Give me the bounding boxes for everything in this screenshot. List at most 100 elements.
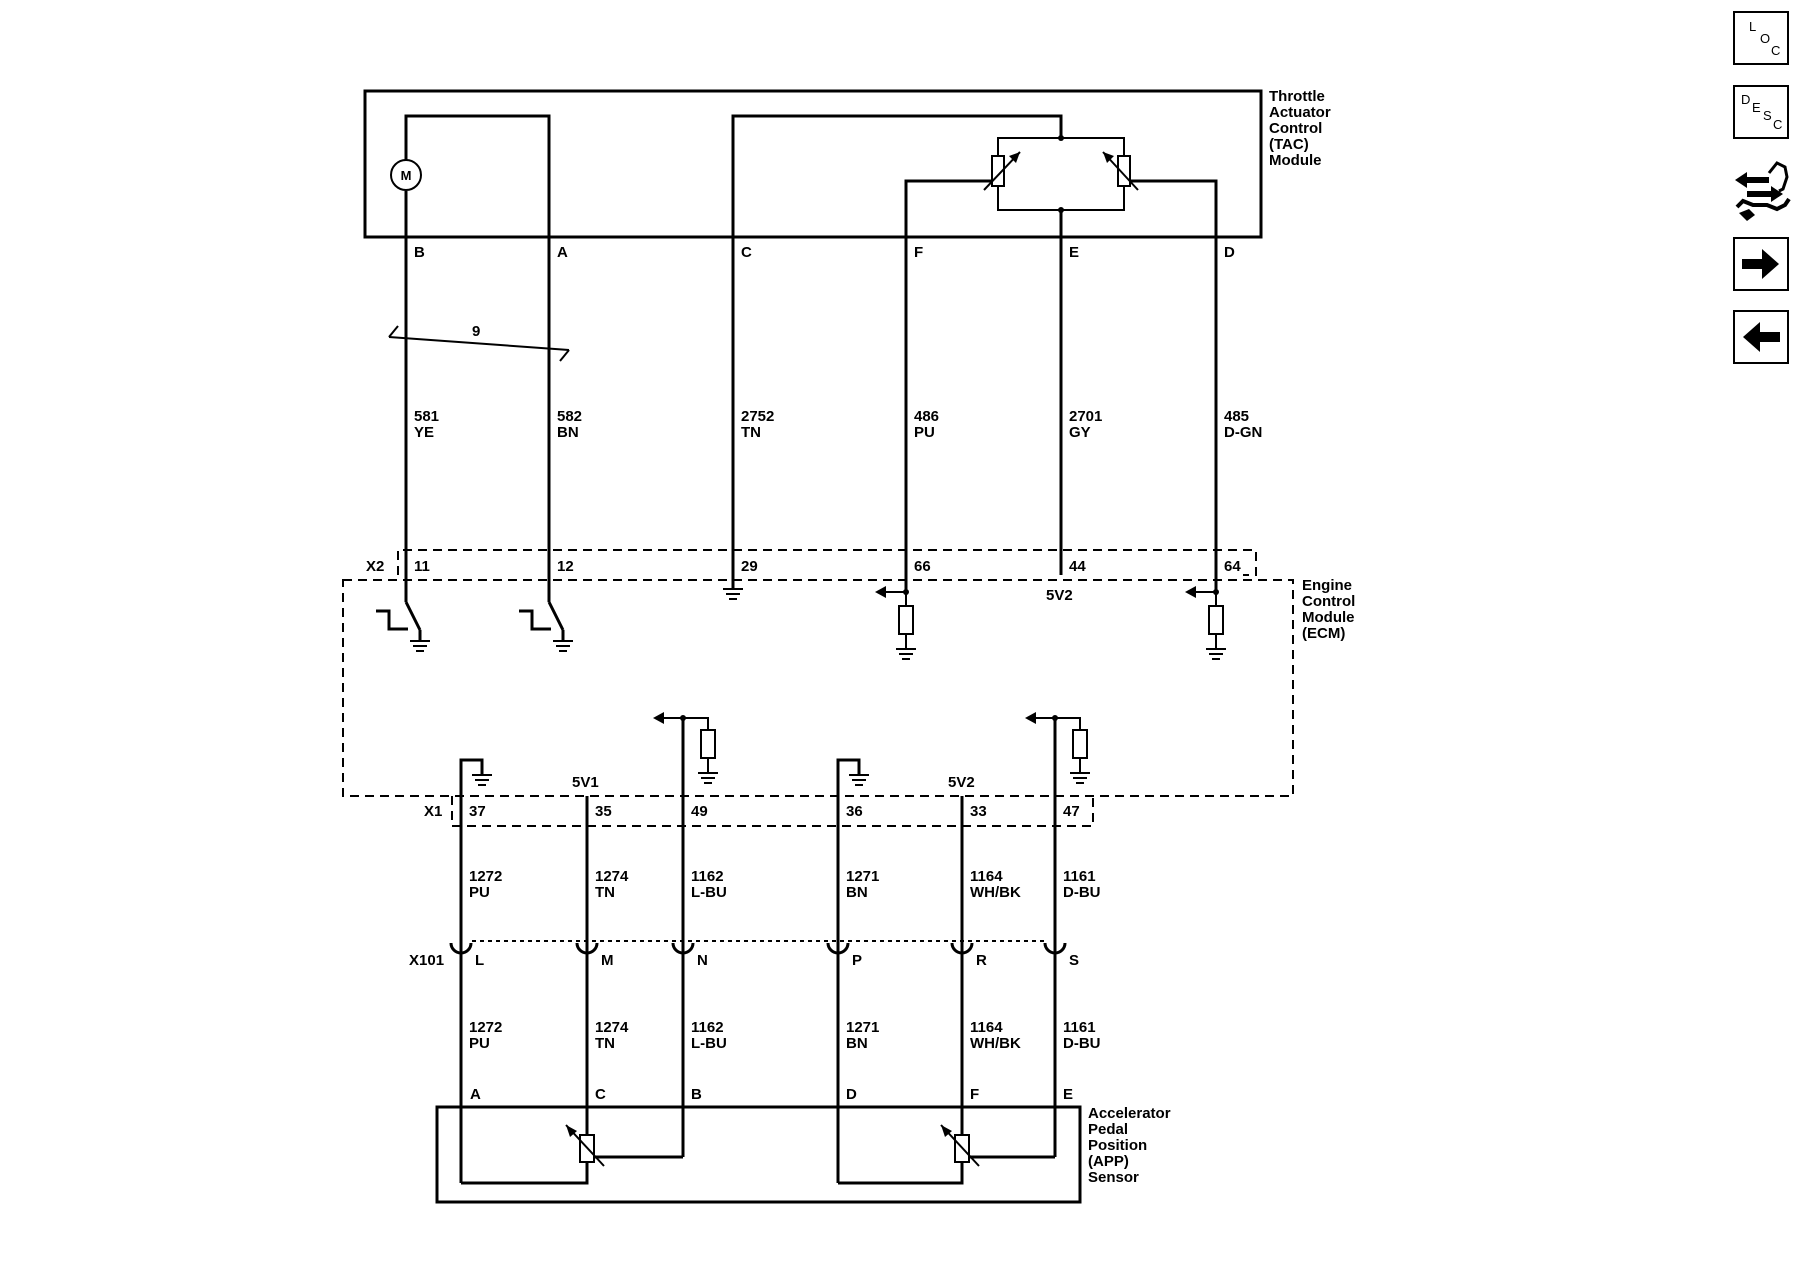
ecm-name-2: Control xyxy=(1302,593,1355,610)
loc-letter-o: O xyxy=(1760,31,1771,46)
wire-1271-color-lower: BN xyxy=(846,1035,868,1052)
wire-1164-circuit-upper: 1164 xyxy=(970,868,1003,885)
motor-driver-switch-2-icon xyxy=(519,601,573,652)
next-page-button[interactable] xyxy=(1733,237,1789,291)
app-sensor-name-4: (APP) xyxy=(1088,1153,1129,1170)
connector-view-button[interactable] xyxy=(1733,155,1791,225)
desc-letter-c: C xyxy=(1773,117,1783,132)
x1-pin-35: 35 xyxy=(595,803,612,820)
desc-letter-e: E xyxy=(1752,100,1761,115)
signal-input-64-icon xyxy=(1185,586,1226,660)
x2-pin-66: 66 xyxy=(914,558,931,575)
app-pin-b: B xyxy=(691,1086,702,1103)
wire-1271-circuit-upper: 1271 xyxy=(846,868,879,885)
ecm-name-1: Engine xyxy=(1302,577,1352,594)
signal-input-66-icon xyxy=(875,586,916,660)
ground-36-icon xyxy=(836,758,869,796)
x1-pin-37: 37 xyxy=(469,803,486,820)
loc-letter-l: L xyxy=(1749,19,1757,34)
desc-letter-s: S xyxy=(1763,108,1772,123)
x1-ref-5v2: 5V2 xyxy=(948,774,975,791)
wire-1162-color-upper: L-BU xyxy=(691,884,727,901)
x2-ref-5v2: 5V2 xyxy=(1046,587,1073,604)
location-button[interactable]: L O C xyxy=(1733,11,1789,65)
lower-harness: 1272 PU 1274 TN 1162 L-BU 1271 BN 1164 W… xyxy=(409,796,1101,1183)
wire-2752-circuit: 2752 xyxy=(741,408,774,425)
app-pin-c: C xyxy=(595,1086,606,1103)
desc-letter-d: D xyxy=(1741,92,1751,107)
wire-1161-circuit-lower: 1161 xyxy=(1063,1019,1096,1036)
wire-1161-color-lower: D-BU xyxy=(1063,1035,1101,1052)
next-arrow-icon xyxy=(1742,249,1779,279)
motor-label: M xyxy=(401,168,412,183)
wire-582-circuit: 582 xyxy=(557,408,582,425)
connector-icon xyxy=(1735,161,1791,221)
wire-1274-color-upper: TN xyxy=(595,884,615,901)
tac-module-name-1: Throttle xyxy=(1269,88,1325,105)
tac-pin-f: F xyxy=(914,244,923,261)
x2-pin-44: 44 xyxy=(1069,558,1086,575)
wire-1161-circuit-upper: 1161 xyxy=(1063,868,1096,885)
x2-pin-64: 64 xyxy=(1224,558,1241,575)
wire-1164-color-upper: WH/BK xyxy=(970,884,1021,901)
x101-pin-r: R xyxy=(976,952,987,969)
x2-pin-29: 29 xyxy=(741,558,758,575)
x101-pin-n: N xyxy=(697,952,708,969)
app-sensor-name-1: Accelerator xyxy=(1088,1105,1171,1122)
twisted-pair-shield-icon xyxy=(388,325,570,362)
wire-1272-circuit-upper: 1272 xyxy=(469,868,502,885)
x1-pin-47: 47 xyxy=(1063,803,1080,820)
tac-module-name-3: Control xyxy=(1269,120,1322,137)
app-sensor: Accelerator Pedal Position (APP) Sensor … xyxy=(435,1086,1171,1204)
wire-1162-color-lower: L-BU xyxy=(691,1035,727,1052)
wire-2701-color: GY xyxy=(1069,424,1091,441)
x1-pin-36: 36 xyxy=(846,803,863,820)
previous-page-button[interactable] xyxy=(1733,310,1789,364)
wire-1274-circuit-upper: 1274 xyxy=(595,868,629,885)
app-sensor-name-3: Position xyxy=(1088,1137,1147,1154)
x1-connector-label: X1 xyxy=(424,803,442,820)
wire-1271-circuit-lower: 1271 xyxy=(846,1019,879,1036)
wire-485-circuit: 485 xyxy=(1224,408,1249,425)
app-sensor-name-5: Sensor xyxy=(1088,1169,1139,1186)
app-pin-e: E xyxy=(1063,1086,1073,1103)
x1-pin-33: 33 xyxy=(970,803,987,820)
wire-486-circuit: 486 xyxy=(914,408,939,425)
description-button[interactable]: D E S C xyxy=(1733,85,1789,139)
tac-pin-c: C xyxy=(741,244,752,261)
tac-pin-b: B xyxy=(414,244,425,261)
x2-connector-label: X2 xyxy=(366,558,384,575)
wire-581-color: YE xyxy=(414,424,434,441)
wire-2701-circuit: 2701 xyxy=(1069,408,1102,425)
prev-arrow-icon xyxy=(1743,322,1780,352)
loc-letter-c: C xyxy=(1771,43,1781,58)
upper-harness: 9 581 YE 582 BN 2752 TN 486 PU 2701 GY 4… xyxy=(388,237,1262,602)
signal-input-49-icon xyxy=(653,712,718,810)
x2-pin-12: 12 xyxy=(557,558,574,575)
ecm-name-3: Module xyxy=(1302,609,1355,626)
wire-1162-circuit-upper: 1162 xyxy=(691,868,724,885)
wire-1274-color-lower: TN xyxy=(595,1035,615,1052)
app-pin-d: D xyxy=(846,1086,857,1103)
x101-pin-s: S xyxy=(1069,952,1079,969)
wire-581-circuit: 581 xyxy=(414,408,439,425)
x101-connector-icon xyxy=(449,942,1067,955)
wire-1272-circuit-lower: 1272 xyxy=(469,1019,502,1036)
wire-1272-color-upper: PU xyxy=(469,884,490,901)
wire-485-color: D-GN xyxy=(1224,424,1262,441)
wire-1164-circuit-lower: 1164 xyxy=(970,1019,1003,1036)
x101-connector-label: X101 xyxy=(409,952,444,969)
signal-input-47-icon xyxy=(1025,712,1090,810)
x2-pin-11: 11 xyxy=(414,558,430,575)
wire-582-color: BN xyxy=(557,424,579,441)
tac-pin-d: D xyxy=(1224,244,1235,261)
tac-module-name-5: Module xyxy=(1269,152,1322,169)
motor-driver-switch-1-icon xyxy=(376,601,430,652)
app-pin-f: F xyxy=(970,1086,979,1103)
motor-icon xyxy=(390,159,422,191)
ground-29-icon xyxy=(723,588,743,600)
tac-pin-a: A xyxy=(557,244,568,261)
wire-1161-color-upper: D-BU xyxy=(1063,884,1101,901)
shield-number: 9 xyxy=(472,323,480,340)
